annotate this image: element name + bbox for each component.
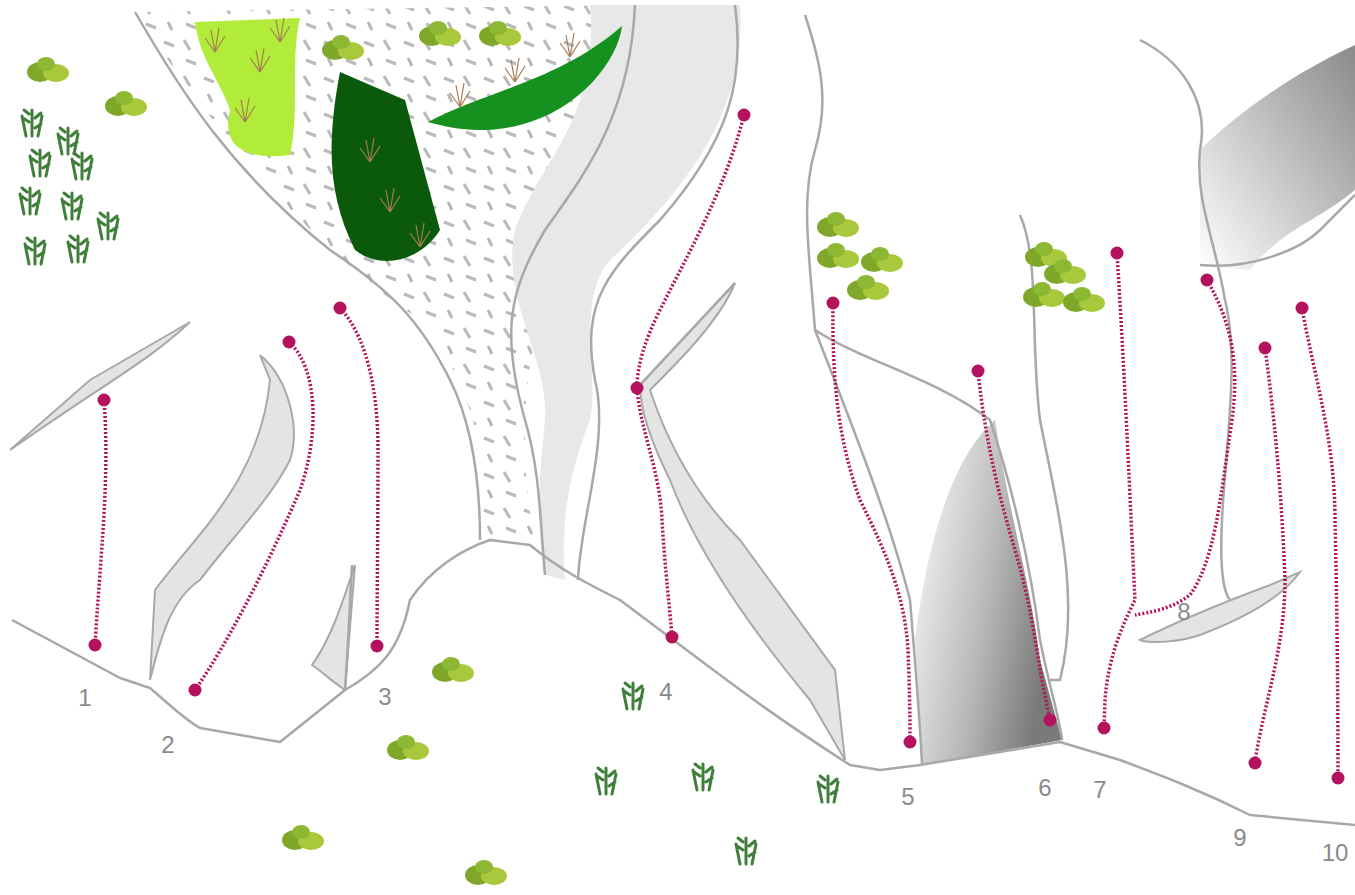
grass-patch bbox=[195, 18, 300, 156]
route-number: 10 bbox=[1322, 841, 1349, 865]
route-number: 2 bbox=[161, 733, 174, 757]
route-anchors bbox=[89, 109, 1345, 785]
slab bbox=[915, 420, 1062, 765]
shrub-sprigs bbox=[205, 18, 580, 247]
scrub-patch bbox=[332, 72, 440, 261]
route-number: 3 bbox=[378, 685, 391, 709]
overhang bbox=[1200, 45, 1355, 270]
route-number: 5 bbox=[901, 785, 914, 809]
bushes bbox=[27, 21, 1105, 885]
grass-tufts bbox=[20, 110, 838, 864]
route-number: 7 bbox=[1093, 778, 1106, 802]
route-number: 6 bbox=[1038, 776, 1051, 800]
route-number: 1 bbox=[78, 686, 91, 710]
route-lines bbox=[95, 115, 1338, 778]
route-number: 9 bbox=[1233, 826, 1246, 850]
rock-outlines bbox=[12, 5, 1355, 825]
route-number: 4 bbox=[659, 680, 672, 704]
route-number: 8 bbox=[1177, 600, 1190, 624]
